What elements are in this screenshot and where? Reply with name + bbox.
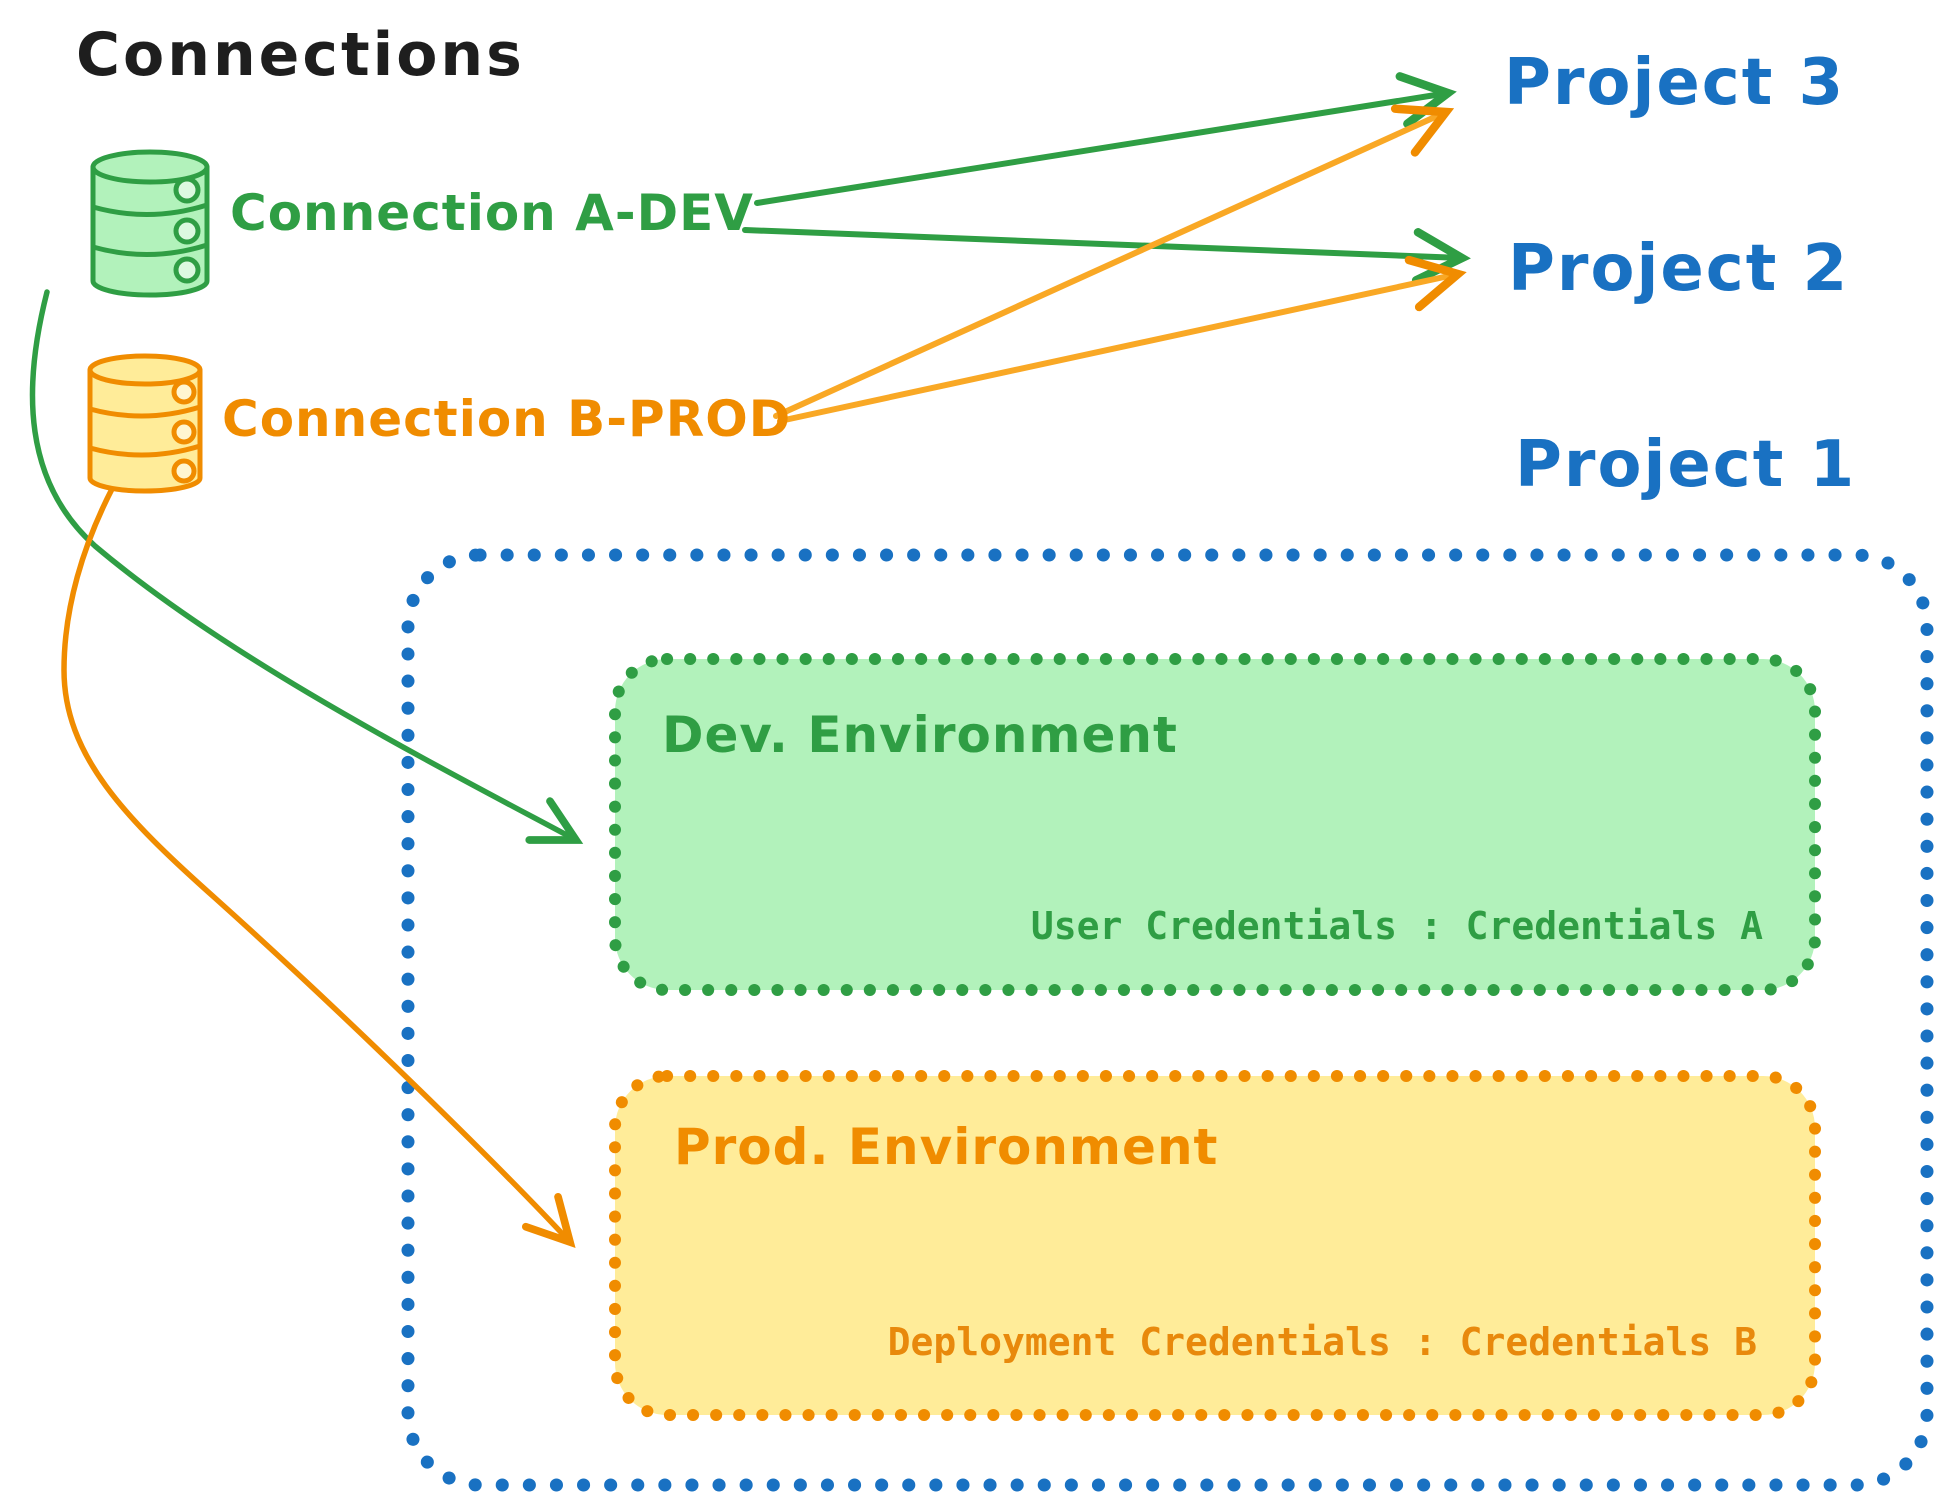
arrow-connB-to-project2 xyxy=(777,255,1467,424)
connection-b-prod-label: Connection B-PROD xyxy=(222,390,792,448)
arrow-connA-to-project3 xyxy=(754,72,1457,206)
arrow-connB-to-prod-environment xyxy=(61,484,576,1248)
prod-environment-credentials: Deployment Credentials : Credentials B xyxy=(887,1320,1757,1364)
database-green-icon xyxy=(90,149,210,298)
project-1-label: Project 1 xyxy=(1515,428,1857,502)
prod-environment-title: Prod. Environment xyxy=(674,1118,1219,1176)
project-3-label: Project 3 xyxy=(1504,46,1846,120)
dev-environment-title: Dev. Environment xyxy=(662,706,1178,764)
diagram-title: Connections xyxy=(76,20,525,90)
dev-environment-box xyxy=(609,653,1821,996)
arrow-connA-to-project2 xyxy=(742,227,1471,285)
project-2-label: Project 2 xyxy=(1508,232,1850,306)
connection-a-dev-label: Connection A-DEV xyxy=(230,184,754,242)
arrow-connA-to-dev-environment xyxy=(29,289,584,844)
prod-environment-box xyxy=(609,1070,1821,1421)
arrow-connB-to-project3 xyxy=(773,104,1455,419)
database-orange-icon xyxy=(87,353,203,494)
dev-environment-credentials: User Credentials : Credentials A xyxy=(1030,904,1763,948)
